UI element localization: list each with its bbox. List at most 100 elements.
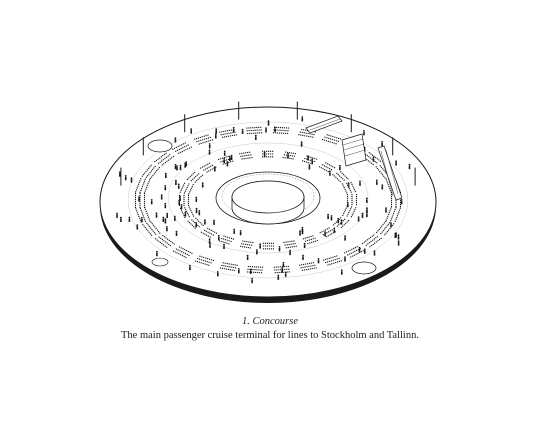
person-figure — [289, 249, 291, 256]
seat-row — [326, 134, 343, 140]
person-figure — [214, 133, 217, 139]
seat-row — [324, 257, 340, 264]
person-figure — [195, 222, 198, 228]
person-figure — [116, 212, 118, 218]
seat-row — [368, 237, 382, 249]
person-figure — [372, 156, 375, 162]
person-figure — [209, 242, 211, 248]
person-figure — [241, 128, 244, 134]
seat-row — [379, 221, 391, 236]
person-figure — [339, 164, 341, 171]
person-figure — [359, 180, 361, 186]
seat-row — [321, 138, 338, 145]
person-figure — [254, 134, 257, 140]
person-figure — [150, 199, 153, 205]
seat-row — [273, 129, 290, 132]
seat-row — [221, 262, 238, 266]
pod-right — [351, 261, 377, 275]
person-figure — [177, 183, 180, 189]
seat-row — [301, 128, 317, 133]
person-figure — [118, 171, 121, 177]
person-figure — [189, 264, 191, 271]
person-figure — [330, 215, 333, 221]
seat-row — [301, 160, 314, 165]
person-figure — [408, 163, 411, 170]
person-figure — [311, 158, 314, 164]
seat-row — [361, 234, 375, 245]
seat-row — [220, 131, 237, 136]
person-figure — [184, 211, 187, 217]
person-figure — [366, 207, 368, 213]
seat-row — [220, 264, 237, 269]
person-figure — [216, 271, 219, 277]
inner-seating-ring-guide — [167, 142, 369, 254]
seat-row — [149, 220, 161, 234]
person-figure — [128, 216, 131, 222]
person-figure — [333, 227, 336, 233]
seat-row — [196, 136, 212, 143]
person-figure — [337, 217, 340, 224]
seat-row — [183, 182, 190, 194]
seat-row — [383, 223, 395, 237]
seat-row — [241, 156, 254, 160]
person-figure — [208, 143, 211, 149]
seat-row — [339, 219, 350, 229]
person-figure — [204, 219, 206, 225]
seat-row — [174, 143, 190, 152]
person-figure — [198, 210, 201, 216]
outer-seating-ring-guide — [127, 121, 409, 279]
seat-row — [343, 245, 359, 254]
person-figure — [237, 268, 240, 274]
person-figure — [300, 141, 303, 147]
seat-row — [174, 248, 190, 257]
person-figure — [381, 141, 383, 147]
seat-row — [171, 141, 187, 150]
seat-row — [301, 267, 317, 272]
person-figure — [156, 250, 158, 257]
seat-row — [321, 164, 333, 171]
person-figure — [358, 246, 361, 253]
seat-row — [346, 206, 353, 218]
person-figure — [346, 201, 349, 208]
person-figure — [124, 175, 127, 181]
person-figure — [307, 155, 309, 161]
person-figure — [340, 219, 343, 225]
person-figure — [213, 166, 216, 172]
seat-row — [324, 136, 340, 143]
person-figure — [201, 182, 204, 188]
seat-row — [141, 223, 153, 237]
person-figure — [175, 230, 178, 236]
seat-row — [157, 235, 172, 247]
person-figure — [230, 154, 233, 160]
person-figure — [223, 243, 225, 249]
person-figure — [395, 232, 397, 238]
seat-row — [222, 160, 235, 165]
person-figure — [347, 182, 350, 188]
person-figure — [259, 243, 262, 249]
seat-row — [326, 260, 343, 266]
seat-row — [272, 265, 289, 268]
seat-row — [145, 221, 157, 236]
seat-row — [282, 156, 295, 160]
seat-row — [350, 181, 357, 194]
seat-row — [301, 235, 314, 240]
seat-row — [299, 264, 316, 269]
person-figure — [344, 256, 346, 262]
person-figure — [274, 126, 276, 132]
seat-row — [194, 173, 204, 183]
person-figure — [120, 216, 122, 222]
seat-row — [282, 240, 295, 244]
person-figure — [178, 199, 181, 206]
person-figure — [208, 238, 211, 244]
pod-left — [147, 139, 173, 153]
person-figure — [397, 240, 400, 246]
seat-row — [299, 131, 316, 136]
person-figure — [263, 151, 266, 158]
seat-row — [273, 126, 290, 129]
person-figure — [284, 271, 287, 277]
person-figure — [223, 150, 226, 156]
person-figure — [265, 127, 267, 133]
seat-row — [141, 163, 153, 177]
person-figure — [176, 165, 178, 171]
seat-row — [186, 171, 197, 181]
